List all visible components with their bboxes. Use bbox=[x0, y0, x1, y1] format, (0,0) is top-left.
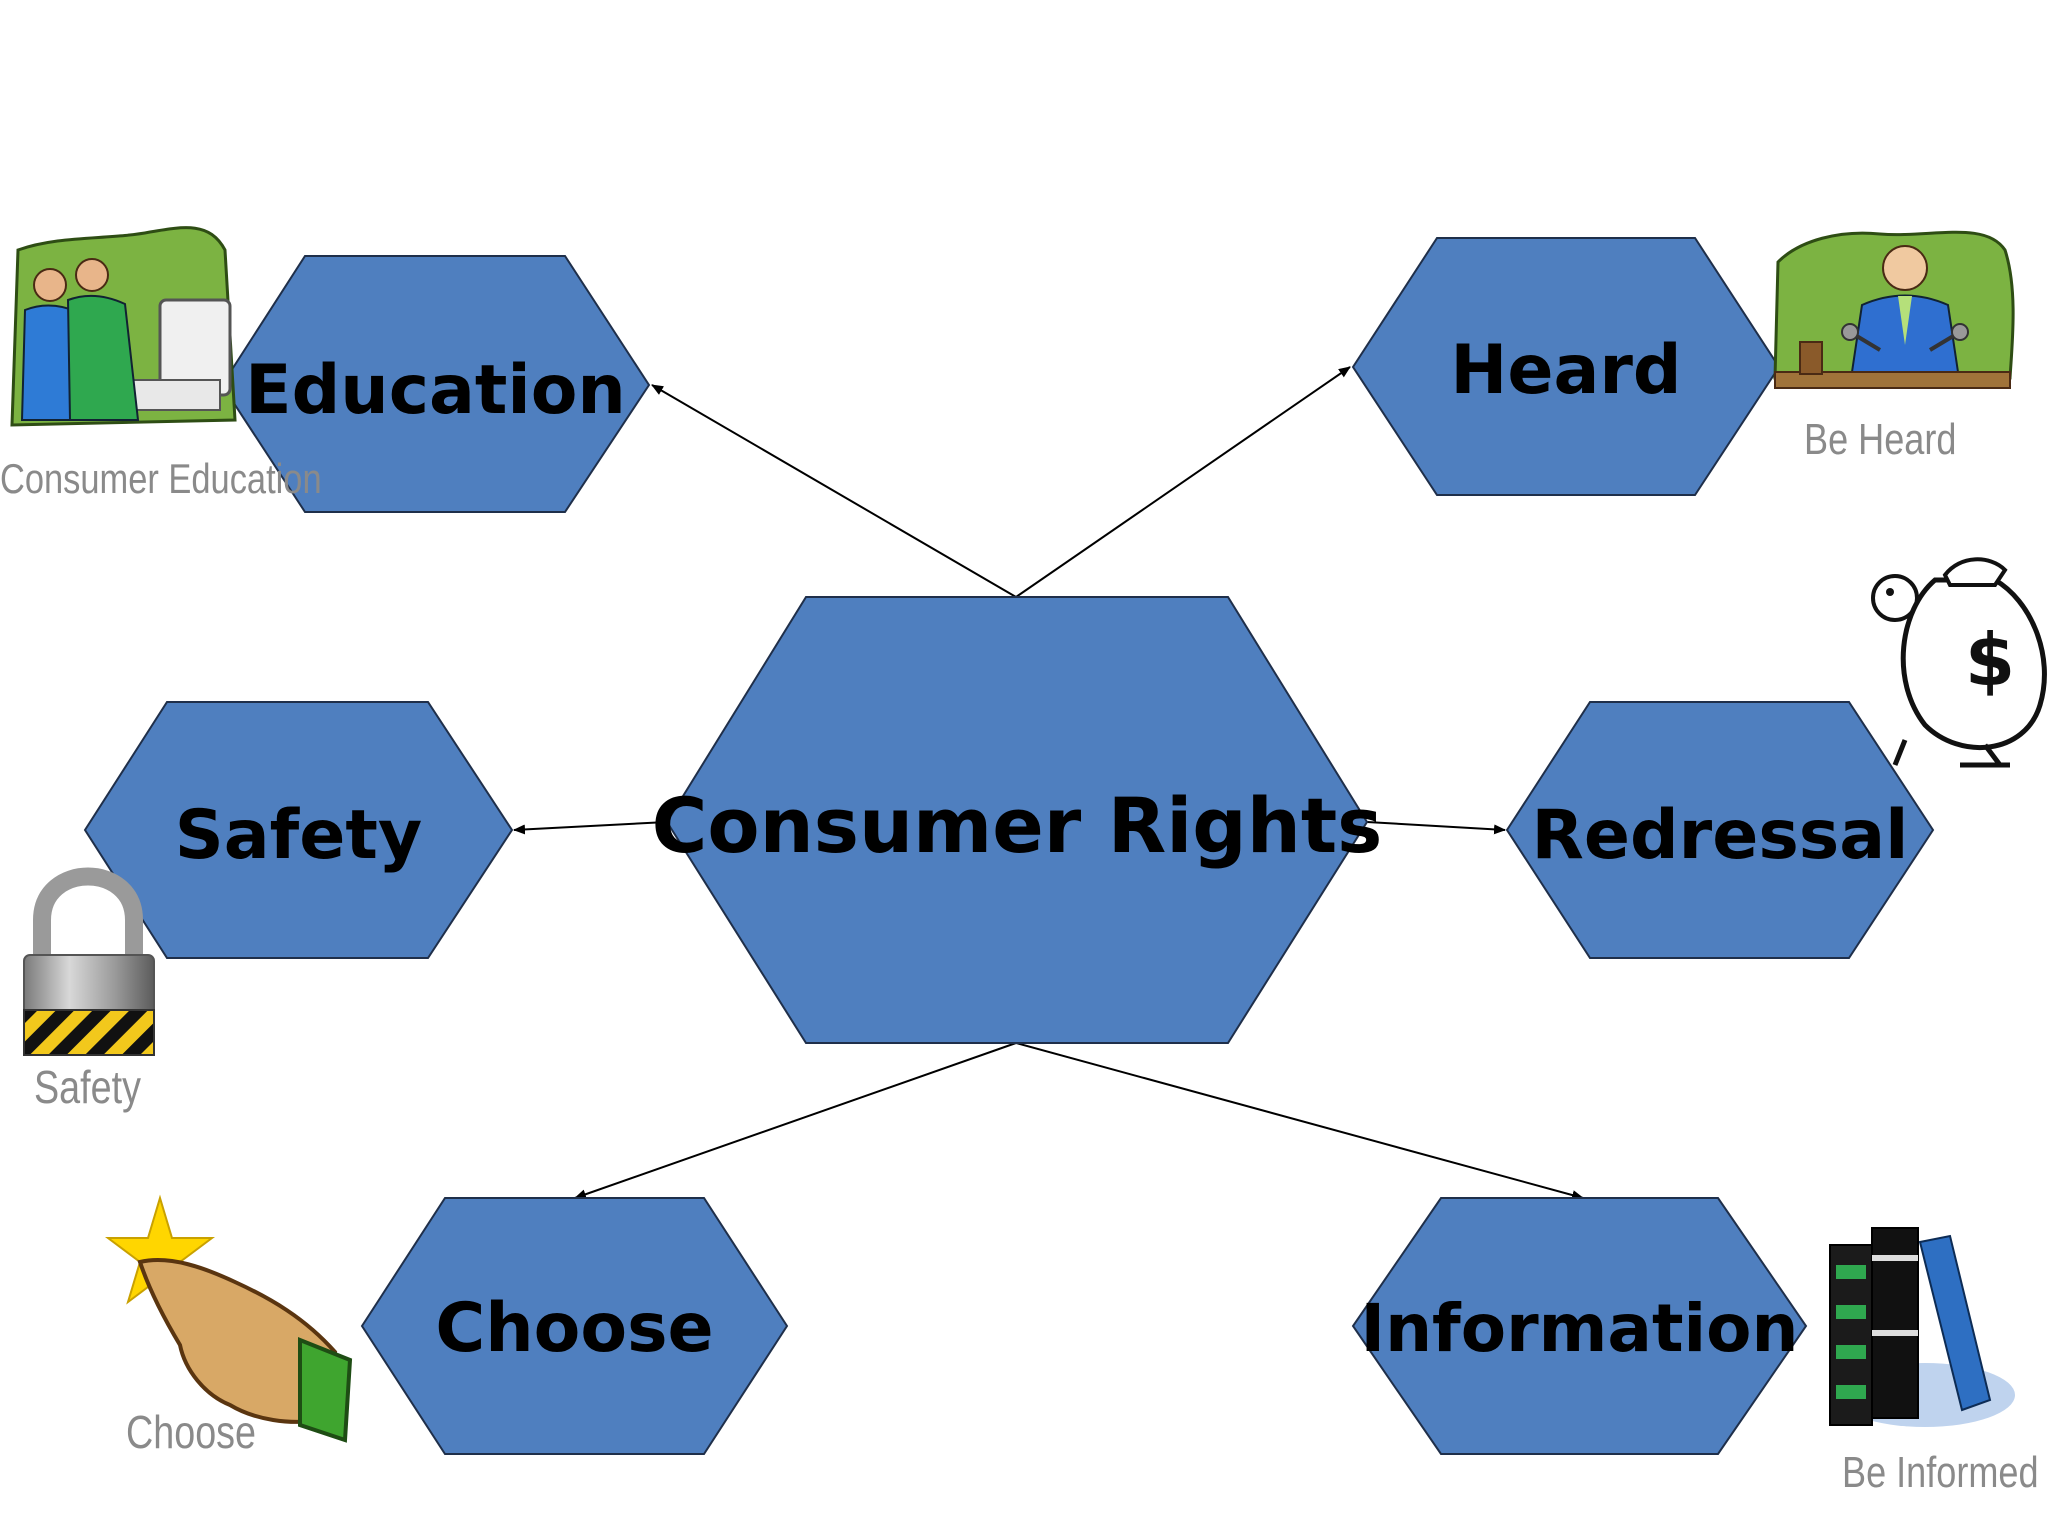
center-label: Consumer Rights bbox=[651, 780, 1383, 870]
choose-label: Choose bbox=[435, 1288, 714, 1368]
hex-safety bbox=[83, 701, 514, 959]
education-label: Education bbox=[245, 350, 626, 430]
hex-center-consumer-rights bbox=[665, 596, 1369, 1044]
person-icon bbox=[75, 258, 109, 292]
choose-caption: Choose bbox=[126, 1406, 257, 1458]
arrow-to-education bbox=[651, 384, 1017, 598]
padlock-icon bbox=[23, 867, 155, 1056]
connectors bbox=[513, 366, 1584, 1200]
dollar-sign-icon: $ bbox=[1965, 618, 2015, 702]
redressal-label: Redressal bbox=[1531, 795, 1909, 875]
be-heard-illustration bbox=[1773, 230, 2015, 389]
pointing-hand-illustration bbox=[105, 1194, 353, 1443]
hex-redressal bbox=[1505, 701, 1935, 959]
safety-label: Safety bbox=[174, 795, 423, 875]
microphone-icon bbox=[1841, 323, 1859, 341]
consumer-education-illustration bbox=[10, 226, 237, 427]
microphone-icon bbox=[1951, 323, 1969, 341]
be-informed-caption: Be Informed bbox=[1842, 1448, 2039, 1497]
books-illustration bbox=[1829, 1227, 2015, 1427]
arrow-to-choose bbox=[574, 1042, 1017, 1200]
be-heard-caption: Be Heard bbox=[1804, 415, 1957, 464]
heard-label: Heard bbox=[1450, 330, 1682, 410]
speaker-head-icon bbox=[1882, 245, 1928, 291]
hex-information bbox=[1351, 1197, 1808, 1455]
consumer-education-caption: Consumer Education bbox=[0, 455, 322, 502]
hex-heard bbox=[1351, 237, 1781, 496]
safety-caption: Safety bbox=[34, 1061, 141, 1113]
money-bag-illustration: $ bbox=[1871, 557, 2047, 768]
arrow-to-information bbox=[1015, 1042, 1584, 1200]
arrow-to-heard bbox=[1015, 366, 1351, 598]
hex-choose bbox=[360, 1197, 789, 1455]
arrow-to-safety bbox=[513, 821, 668, 835]
person-icon bbox=[33, 268, 67, 302]
arrow-to-redressal bbox=[1366, 821, 1506, 835]
information-label: Information bbox=[1360, 1289, 1799, 1367]
